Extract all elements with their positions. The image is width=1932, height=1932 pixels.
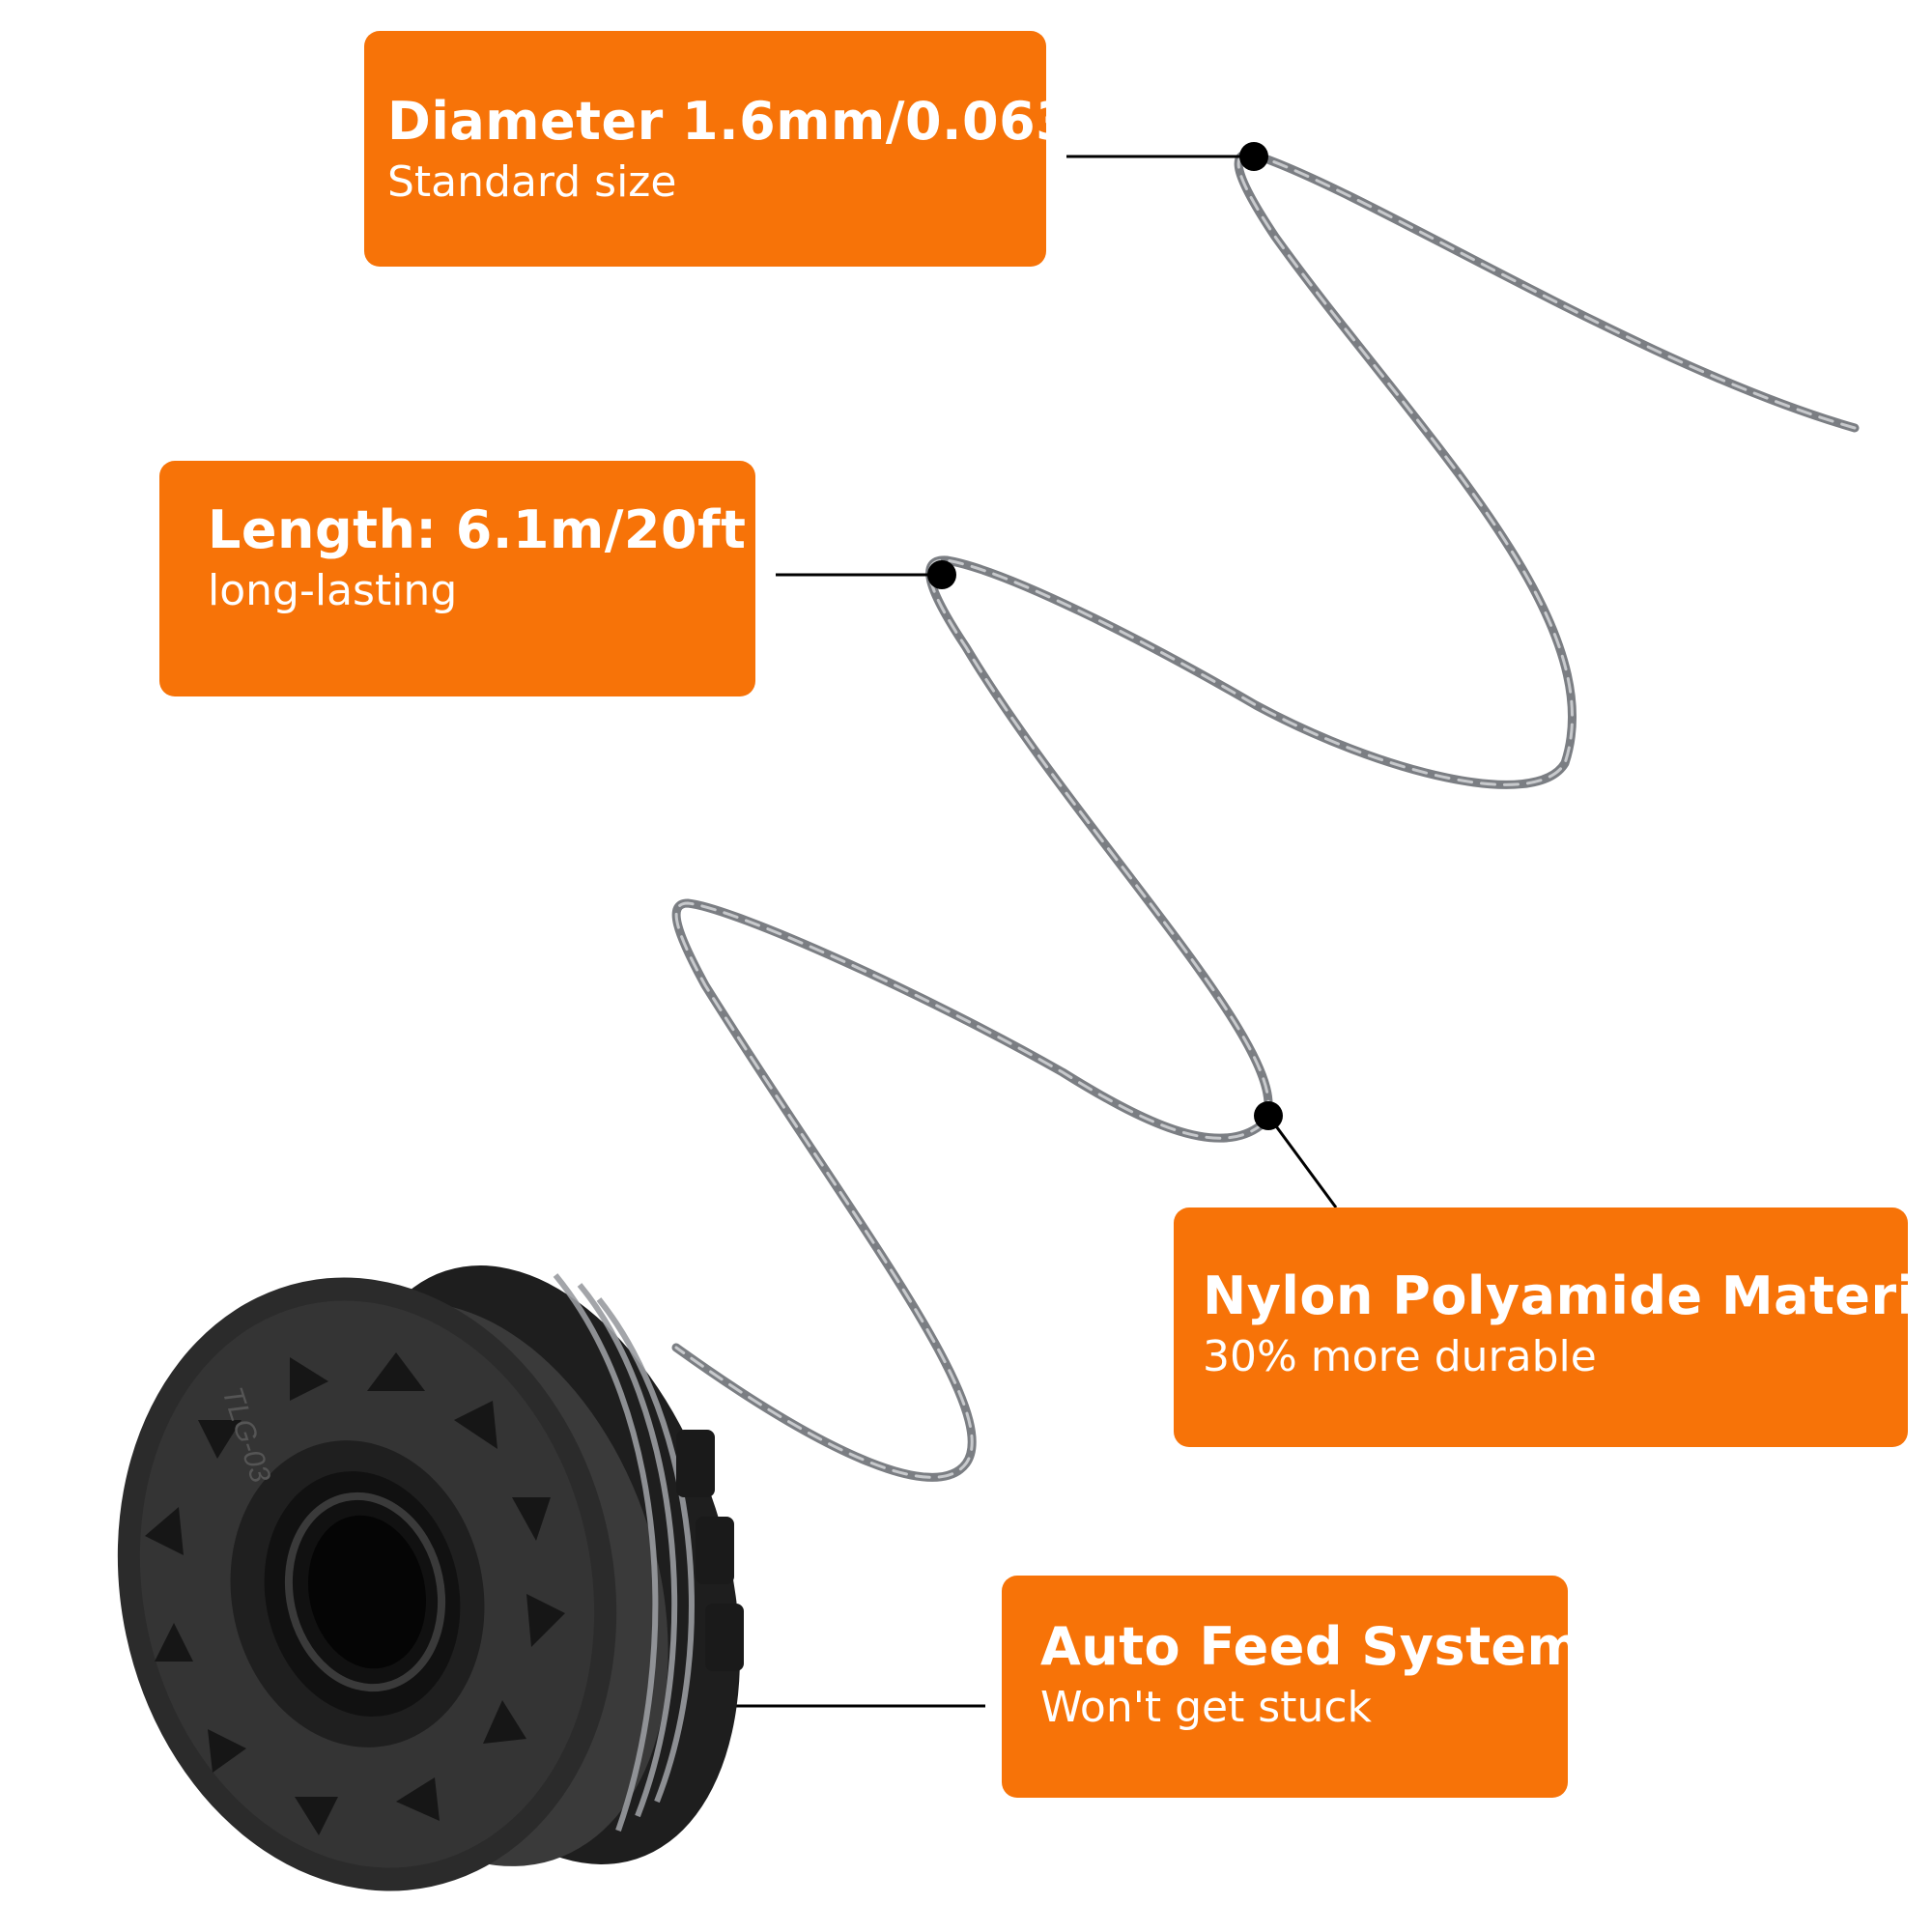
connector-length [776, 560, 956, 589]
trimmer-line [671, 149, 1860, 1482]
callout-subtitle: Won't get stuck [1040, 1683, 1373, 1733]
connector-diameter [1066, 142, 1268, 171]
callout-subtitle: Standard size [387, 157, 677, 208]
callout-title: Length: 6.1m/20ft [208, 499, 747, 560]
connector-material [1254, 1101, 1338, 1208]
callout-title: Auto Feed System [1040, 1616, 1582, 1677]
callout-length: Length: 6.1m/20ft long-lasting [159, 461, 779, 716]
spool-gear-teeth [145, 1352, 565, 1835]
callout-subtitle: long-lasting [208, 566, 458, 616]
spool: TLG-03 [117, 1265, 744, 1891]
callout-autofeed: Auto Feed System Won't get stuck [984, 1576, 1582, 1817]
callout-title: Diameter 1.6mm/0.063in [387, 91, 1129, 152]
callout-diameter: Diameter 1.6mm/0.063in Standard size [364, 31, 1129, 286]
callout-subtitle: 30% more durable [1203, 1332, 1597, 1382]
callout-material: Nylon Polyamide Material 30% more durabl… [1151, 1208, 1932, 1466]
callout-title: Nylon Polyamide Material [1203, 1265, 1932, 1326]
